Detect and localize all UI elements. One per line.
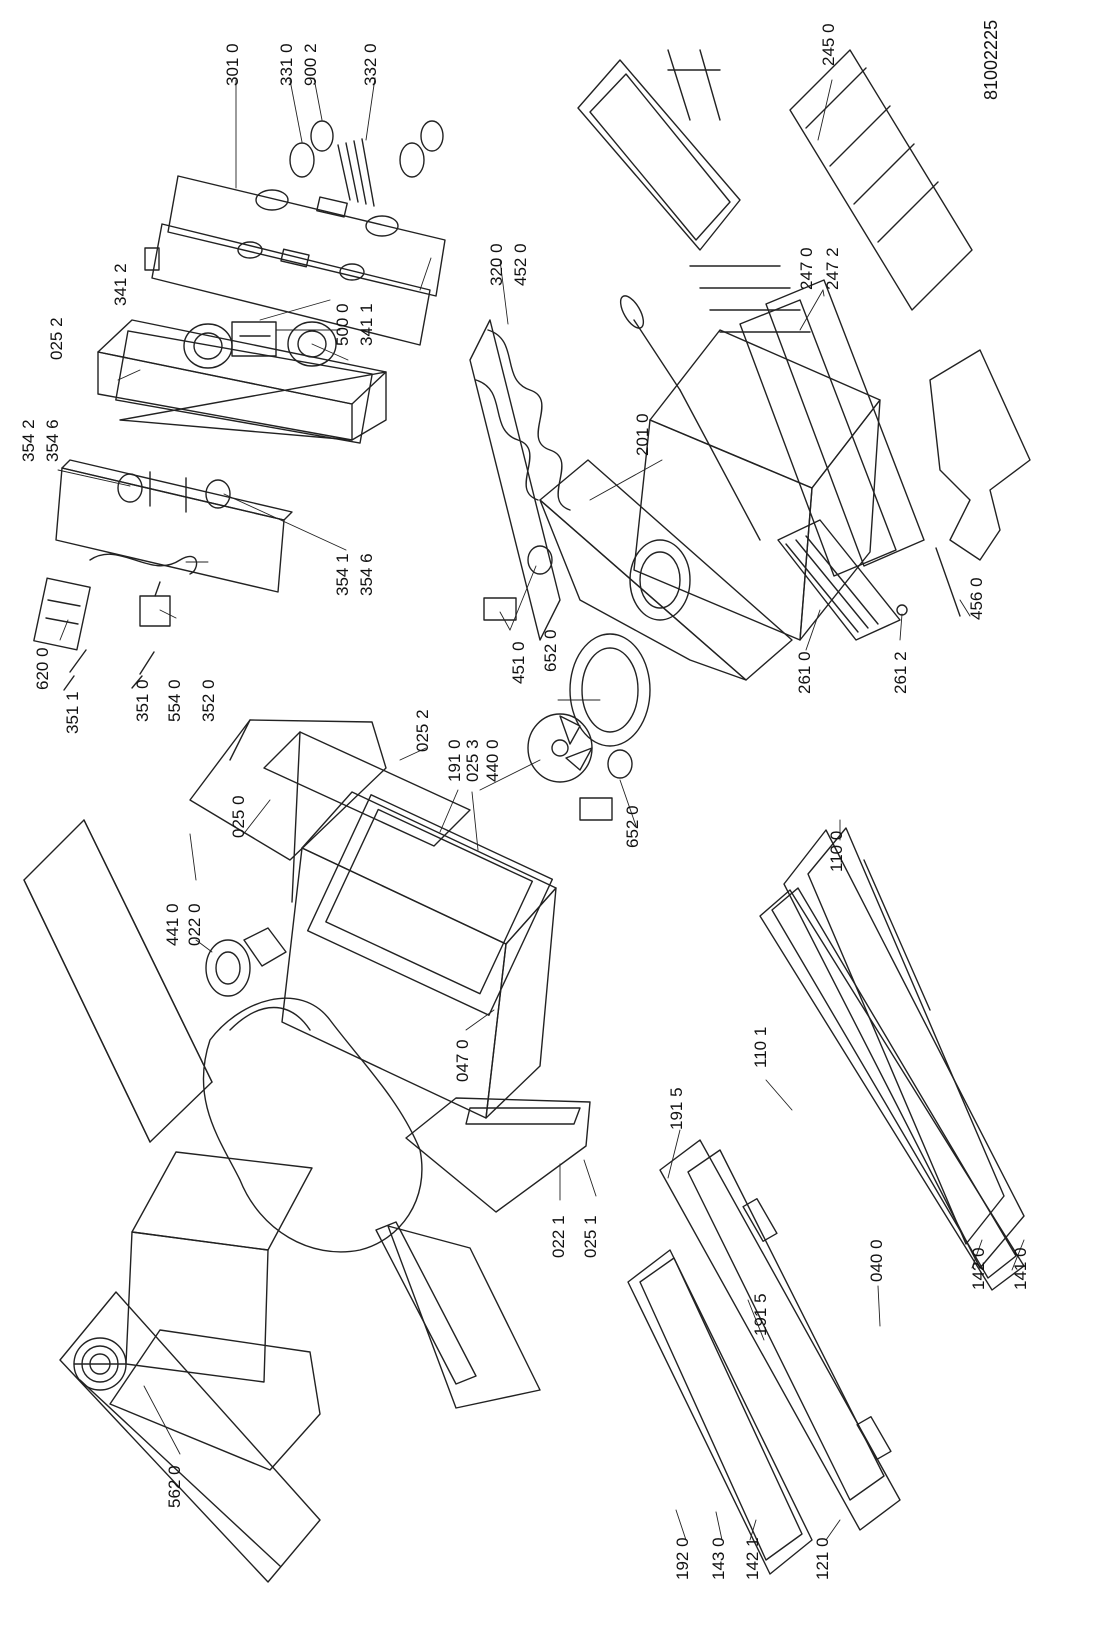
bottom-element — [929, 349, 1031, 561]
part-label-025-2-panel: 025 2 — [47, 317, 66, 360]
oven-cavity — [633, 329, 881, 641]
outer-door-glass — [783, 827, 1025, 1269]
front-frame — [263, 731, 471, 903]
part-label-110-1: 110 1 — [751, 1026, 770, 1068]
part-label-247-2: 247 2 — [823, 247, 842, 290]
back-panel — [59, 1291, 321, 1583]
part-label-191-0: 191 0 — [445, 739, 464, 782]
grill-element — [469, 319, 571, 641]
part-label-025-0: 025 0 — [229, 795, 248, 838]
part-label-320-0: 320 0 — [487, 243, 506, 286]
fan-assembly — [205, 927, 287, 997]
terminal-block — [33, 553, 198, 651]
part-label-620-0: 620 0 — [33, 647, 52, 690]
top-cover-panel — [23, 819, 213, 1143]
part-label-354-6-top: 354 6 — [43, 419, 62, 462]
part-label-341-2: 341 2 — [111, 263, 130, 306]
part-label-192-0: 192 0 — [673, 1537, 692, 1580]
rear-housing — [109, 1151, 321, 1471]
part-label-201-0: 201 0 — [633, 413, 652, 456]
part-label-025-3: 025 3 — [463, 739, 482, 782]
part-label-191-5-top: 191 5 — [667, 1087, 686, 1130]
bottom-panel — [387, 1225, 541, 1409]
part-label-301-0: 301 0 — [223, 43, 242, 86]
part-label-247-0: 247 0 — [797, 247, 816, 290]
wire-shelf — [789, 49, 973, 311]
part-label-441-0: 441 0 — [163, 903, 182, 946]
side-panel-lower — [405, 1097, 591, 1213]
part-label-900-2: 900 2 — [301, 43, 320, 86]
part-label-245-0: 245 0 — [819, 23, 838, 66]
inner-door-glass — [759, 887, 1025, 1291]
control-panel-fascia — [144, 120, 446, 346]
part-label-500-0: 500 0 — [333, 303, 352, 346]
part-label-040-0: 040 0 — [867, 1239, 886, 1282]
rack-frame — [777, 519, 901, 641]
control-plate — [55, 459, 293, 593]
rack-supports — [667, 49, 721, 121]
part-label-341-1: 341 1 — [357, 303, 376, 346]
convection-fan — [527, 713, 593, 783]
part-label-562-0: 562 0 — [165, 1465, 184, 1508]
thermostat-probes — [63, 649, 155, 691]
part-label-331-0: 331 0 — [277, 43, 296, 86]
part-label-456-0: 456 0 — [967, 577, 986, 620]
part-label-025-1: 025 1 — [581, 1215, 600, 1258]
part-label-142-1: 142 1 — [743, 1537, 762, 1580]
part-label-452-0: 452 0 — [511, 243, 530, 286]
part-label-451-0: 451 0 — [509, 641, 528, 684]
part-label-121-0: 121 0 — [813, 1537, 832, 1580]
rear-fan-guard — [73, 1337, 127, 1391]
drip-tray — [577, 59, 741, 251]
side-shelf-rails — [689, 265, 811, 333]
part-label-440-0: 440 0 — [483, 739, 502, 782]
part-label-261-0: 261 0 — [795, 651, 814, 694]
part-label-142-0: 142 0 — [969, 1247, 988, 1290]
leader-lines — [57, 77, 1025, 1541]
part-label-261-2: 261 2 — [891, 651, 910, 694]
part-label-352-0: 352 0 — [199, 679, 218, 722]
turnspit — [619, 295, 761, 541]
side-rail — [375, 1221, 477, 1385]
door-hinges — [742, 1197, 892, 1461]
part-label-022-0: 022 0 — [185, 903, 204, 946]
part-label-354-2: 354 2 — [19, 419, 38, 462]
part-label-141-0: 141 0 — [1011, 1247, 1030, 1290]
part-label-332-0: 332 0 — [361, 43, 380, 86]
part-label-351-0: 351 0 — [133, 679, 152, 722]
part-label-354-6-bottom: 354 6 — [357, 553, 376, 596]
part-label-652-0-upper: 652 0 — [541, 629, 560, 672]
control-box — [97, 319, 387, 444]
part-label-025-2-side: 025 2 — [413, 709, 432, 752]
part-label-047-0: 047 0 — [453, 1039, 472, 1082]
side-panel-upper — [189, 719, 387, 861]
part-label-652-0-lower: 652 0 — [623, 805, 642, 848]
cavity-box — [281, 791, 557, 1119]
part-label-143-0: 143 0 — [709, 1537, 728, 1580]
side-liners — [739, 279, 925, 577]
back-cavity-panel — [539, 459, 793, 681]
insulation-blanket — [202, 997, 423, 1253]
part-label-110-0: 110 0 — [827, 830, 846, 872]
drawing-number: 81002225 — [981, 19, 1001, 100]
part-label-554-0: 554 0 — [165, 679, 184, 722]
circular-element — [569, 633, 651, 747]
part-label-351-1: 351 1 — [63, 691, 82, 734]
door-glass-panel — [627, 1249, 813, 1575]
switch-part — [139, 581, 171, 627]
part-label-354-1: 354 1 — [333, 553, 352, 596]
door-frame — [659, 1139, 901, 1531]
part-label-191-5-mid: 191 5 — [751, 1293, 770, 1336]
lamp-holders — [483, 545, 633, 821]
part-label-022-1: 022 1 — [549, 1215, 568, 1258]
rod-part — [896, 547, 961, 617]
